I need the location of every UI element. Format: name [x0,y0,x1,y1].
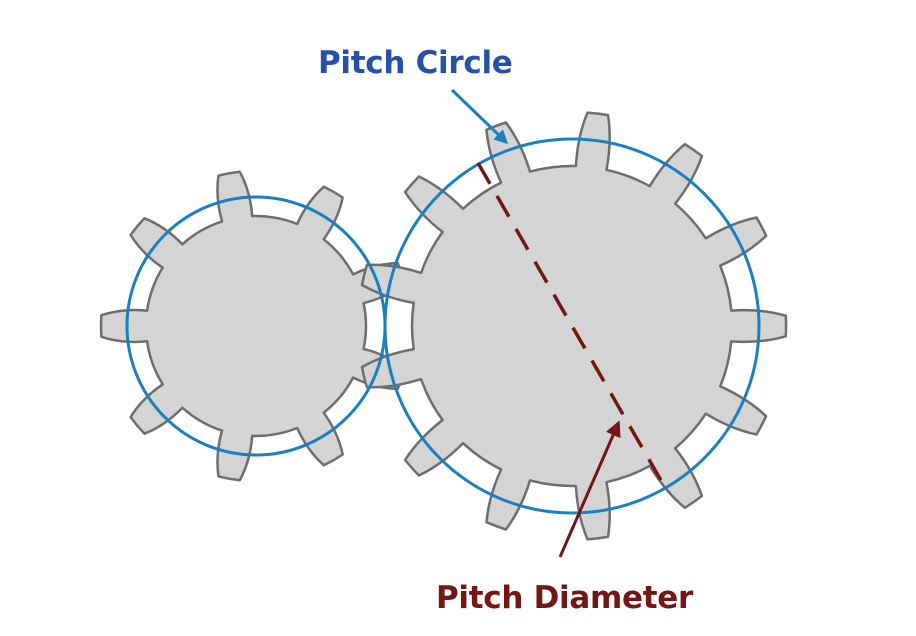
pitch-diameter-arrow [558,420,621,558]
pitch-circle-arrow [450,88,509,145]
pitch-circle-label: Pitch Circle [318,45,513,81]
large-gear-pitch-circle [383,137,761,515]
pitch-diameter-line [476,162,668,490]
pitch-diameter-label: Pitch Diameter [436,580,694,616]
small-gear [99,170,407,482]
large-gear [360,111,788,541]
